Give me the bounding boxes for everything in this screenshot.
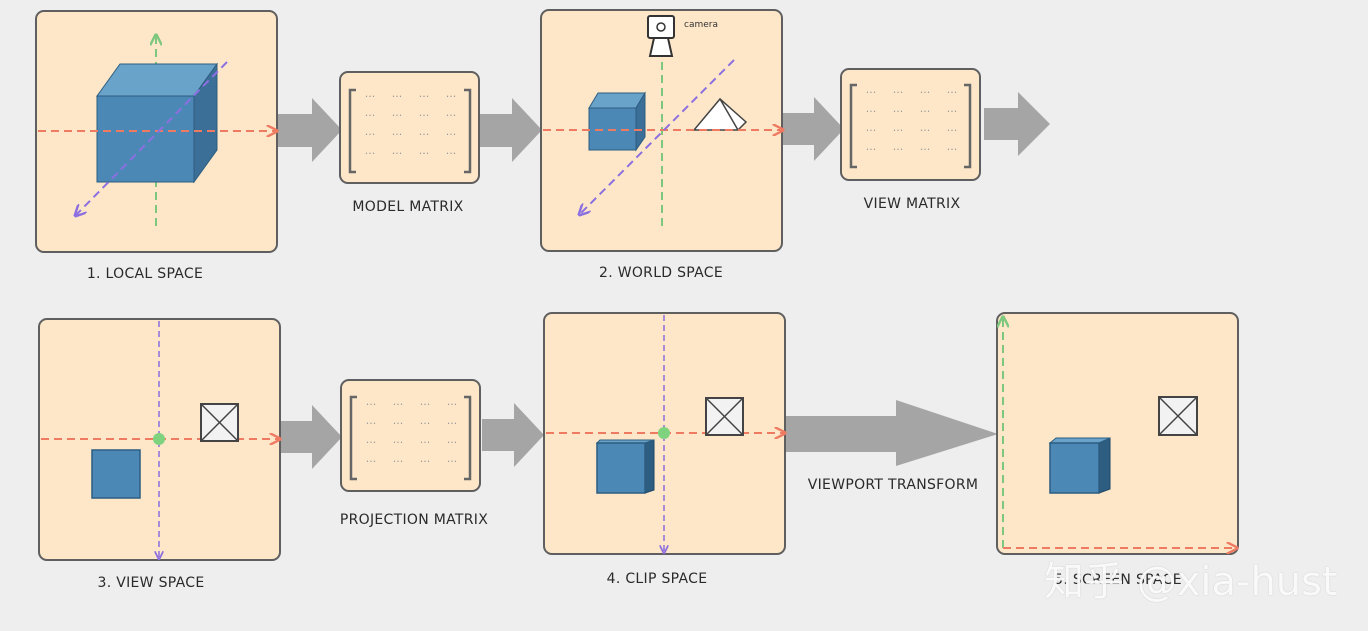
projection-matrix-cell: ··· — [420, 455, 431, 468]
model-matrix-cell: ··· — [446, 109, 457, 122]
model-matrix-cell: ··· — [365, 147, 376, 160]
flow-arrow-local-to-model — [278, 98, 342, 162]
model-matrix-cell: ··· — [365, 109, 376, 122]
z-axis — [76, 61, 228, 215]
pyramid-top-view — [200, 403, 239, 442]
view-matrix-cell: ··· — [866, 143, 877, 156]
view-matrix-cell: ··· — [920, 105, 931, 118]
model-matrix-cell: ··· — [419, 128, 430, 141]
origin-dot — [658, 427, 670, 439]
panel-world-space — [540, 9, 782, 252]
view-matrix-cell: ··· — [893, 143, 904, 156]
view-matrix-cell: ··· — [866, 105, 877, 118]
projection-matrix-cell: ··· — [366, 436, 377, 449]
view-matrix-cell: ··· — [866, 86, 877, 99]
view-matrix-label: VIEW MATRIX — [863, 196, 961, 212]
flow-arrow-clip-to-screen — [786, 400, 998, 466]
flow-arrow-world-to-view-matrix — [782, 97, 844, 161]
camera-label: camera — [684, 20, 718, 30]
projection-matrix-cell: ··· — [420, 417, 431, 430]
view-matrix-cell: ··· — [947, 105, 958, 118]
pyramid-clip — [705, 397, 744, 436]
projection-matrix-cell: ··· — [366, 417, 377, 430]
model-matrix-cell: ··· — [419, 90, 430, 103]
screen-space-label: 5. SCREEN SPACE — [1054, 572, 1182, 588]
panel-view-space — [38, 318, 280, 561]
viewport-transform-label: VIEWPORT TRANSFORM — [807, 477, 979, 493]
projection-matrix-cell: ··· — [366, 455, 377, 468]
view-matrix-cell: ··· — [920, 124, 931, 137]
view-matrix-cell: ··· — [947, 124, 958, 137]
projection-matrix-cell: ··· — [393, 436, 404, 449]
cube-small — [588, 91, 646, 152]
cube-large — [96, 62, 218, 184]
projection-matrix-cell: ··· — [420, 436, 431, 449]
model-matrix-label: MODEL MATRIX — [352, 199, 464, 215]
projection-matrix-label: PROJECTION MATRIX — [339, 512, 489, 528]
projection-matrix-cell: ··· — [393, 455, 404, 468]
cube-clip — [595, 439, 655, 494]
cube-screen — [1048, 437, 1111, 494]
view-matrix-cell: ··· — [893, 86, 904, 99]
flow-arrow-view-to-projection — [280, 405, 342, 469]
view-matrix-cell: ··· — [947, 86, 958, 99]
z-axis — [580, 59, 735, 214]
projection-matrix-cell: ··· — [393, 398, 404, 411]
view-matrix-cell: ··· — [947, 143, 958, 156]
model-matrix-cell: ··· — [392, 147, 403, 160]
origin-dot — [153, 433, 165, 445]
view-matrix-cell: ··· — [893, 105, 904, 118]
projection-matrix-cell: ··· — [447, 455, 458, 468]
model-matrix-cell: ··· — [419, 109, 430, 122]
model-matrix-cell: ··· — [446, 90, 457, 103]
model-matrix-cell: ··· — [392, 90, 403, 103]
projection-matrix-cell: ··· — [447, 436, 458, 449]
watermark: 知乎 @xia-hust — [1044, 559, 1338, 605]
panel-local-space — [35, 10, 277, 253]
flow-arrow-projection-to-clip — [482, 403, 544, 467]
panel-screen-space — [996, 312, 1239, 555]
projection-matrix-cell: ··· — [366, 398, 377, 411]
projection-matrix-cell: ··· — [420, 398, 431, 411]
model-matrix-cell: ··· — [446, 147, 457, 160]
view-matrix-cell: ··· — [866, 124, 877, 137]
model-matrix-box — [339, 71, 480, 184]
projection-matrix-cell: ··· — [447, 398, 458, 411]
view-matrix-cell: ··· — [920, 143, 931, 156]
pyramid — [692, 97, 748, 131]
model-matrix-cell: ··· — [365, 128, 376, 141]
model-matrix-cell: ··· — [365, 90, 376, 103]
local-space-label: 1. LOCAL SPACE — [86, 266, 204, 282]
flow-arrow-model-to-world — [480, 98, 542, 162]
clip-space-label: 4. CLIP SPACE — [606, 571, 708, 587]
cube-flat — [91, 449, 141, 499]
model-matrix-cell: ··· — [392, 128, 403, 141]
model-matrix-cell: ··· — [419, 147, 430, 160]
projection-matrix-cell: ··· — [393, 417, 404, 430]
projection-matrix-box — [340, 379, 481, 492]
view-matrix-cell: ··· — [920, 86, 931, 99]
camera-icon — [647, 15, 675, 57]
world-space-label: 2. WORLD SPACE — [598, 265, 724, 281]
projection-matrix-cell: ··· — [447, 417, 458, 430]
view-matrix-cell: ··· — [893, 124, 904, 137]
pyramid-screen — [1158, 396, 1198, 436]
panel-clip-space — [543, 312, 785, 555]
flow-arrow-view-matrix-out — [984, 92, 1050, 156]
model-matrix-cell: ··· — [392, 109, 403, 122]
view-space-label: 3. VIEW SPACE — [97, 575, 205, 591]
model-matrix-cell: ··· — [446, 128, 457, 141]
view-matrix-box — [840, 68, 981, 181]
